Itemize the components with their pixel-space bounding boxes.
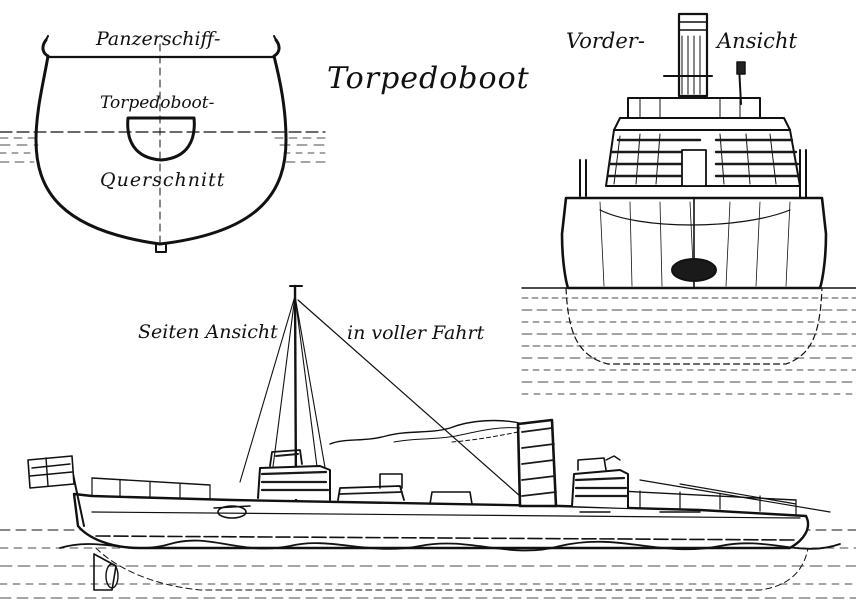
cross-section-diagram [0,35,326,253]
mast [293,284,298,502]
cross-section-caption: Querschnitt [100,169,226,191]
front-view-label-right: Ansicht [717,29,797,53]
plate-title: Torpedoboot [327,61,530,96]
cross-section-torpedoboat-label: Torpedoboot- [100,93,215,113]
side-view-label-right: in voller Fahrt [347,322,485,344]
side-view-label-left: Seiten Ansicht [138,321,278,343]
side-view-diagram [0,284,856,599]
ensign-flag [27,455,75,489]
battleship-hull-outline [34,38,288,246]
cross-section-battleship-label: Panzerschiff- [96,28,221,50]
front-view-label-left: Vorder- [566,29,645,53]
torpedo-boat-section-outline [126,116,196,162]
side-hull [72,492,810,550]
front-view-diagram [521,12,856,395]
